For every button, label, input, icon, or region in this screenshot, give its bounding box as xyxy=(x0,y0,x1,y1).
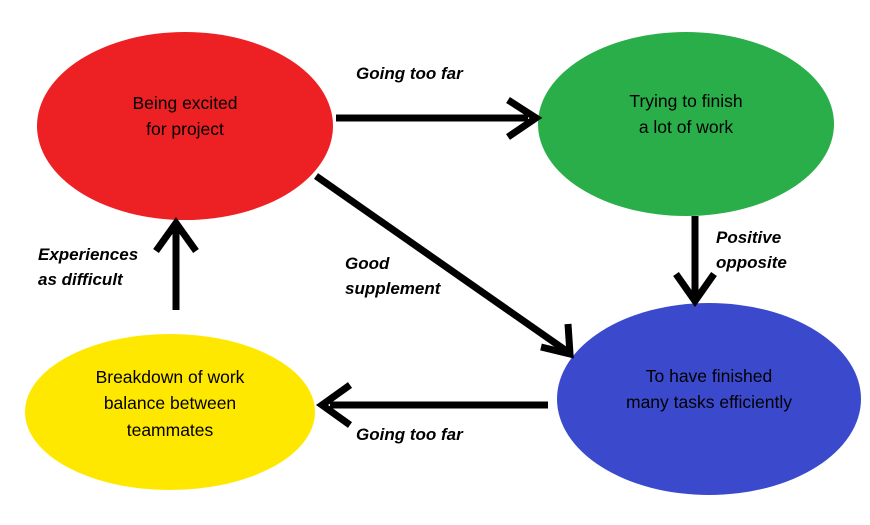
arrow-red-to-blue xyxy=(313,173,574,359)
node-shape-red[interactable] xyxy=(37,32,333,220)
node-shape-yellow[interactable] xyxy=(25,334,315,490)
node-shape-blue[interactable] xyxy=(557,303,861,495)
node-shape-green[interactable] xyxy=(538,32,834,216)
arrow-green-to-blue xyxy=(673,216,717,308)
arrow-blue-to-yellow xyxy=(315,382,548,428)
arrow-yellow-to-red xyxy=(153,216,199,310)
arrow-red-to-green xyxy=(336,97,543,140)
